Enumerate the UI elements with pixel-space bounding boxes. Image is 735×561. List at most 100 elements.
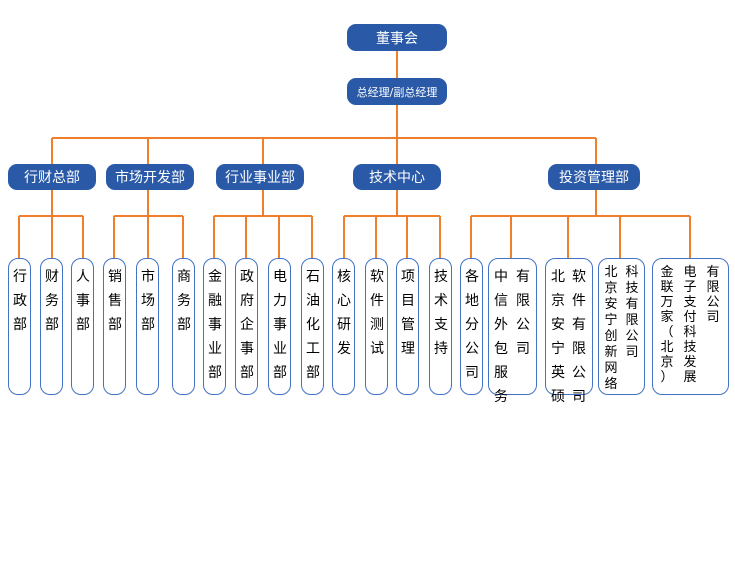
unit-label-char: 硕 (551, 389, 565, 405)
unit-label-char: 财 (45, 269, 59, 285)
unit-label-col: 北京安宁创新网络 (602, 265, 620, 393)
unit-label-char: 科 (683, 325, 697, 340)
unit-label-char: 发 (337, 341, 351, 357)
board-label: 董事会 (376, 30, 418, 47)
unit-project-management: 项目管理 (396, 258, 419, 395)
unit-finance-business: 金融事业部 (203, 258, 226, 395)
unit-label-char: 部 (306, 365, 320, 381)
unit-citic-outsourcing: 中信外包服务 有限公司 (488, 258, 537, 405)
unit-label-col: 人事部 (74, 265, 92, 337)
unit-label-char: 售 (108, 293, 122, 309)
unit-label-char: 展 (683, 370, 697, 385)
unit-label-col: 核心研发 (335, 265, 353, 361)
unit-label-char: 服 (494, 365, 508, 381)
unit-label-char: 网 (604, 361, 618, 376)
unit-label-col: 政府企事部 (238, 265, 256, 385)
unit-label-col: 各地分公司 (463, 265, 481, 385)
unit-label-col: 销售部 (106, 265, 124, 337)
unit-label-col: 金联万家（北京） (658, 265, 676, 385)
dept-industry-business: 行业事业部 (216, 164, 304, 190)
unit-label-char: 试 (370, 341, 384, 357)
unit-label-col: 软件有限公司 (570, 265, 588, 409)
unit-label-char: 力 (273, 293, 287, 309)
unit-label-col: 电子支付科技发展 (681, 265, 699, 385)
general-manager-label: 总经理/副总经理 (356, 85, 438, 99)
unit-label-char: 公 (572, 365, 586, 381)
unit-label-char: 万 (660, 295, 674, 310)
unit-label-char: 公 (465, 341, 479, 357)
unit-label-char: 部 (141, 317, 155, 333)
unit-label-char: 电 (683, 265, 697, 280)
unit-core-rd: 核心研发 (332, 258, 355, 395)
unit-label-char: 安 (604, 297, 618, 312)
unit-label-char: 件 (370, 293, 384, 309)
unit-label-char: 销 (108, 269, 122, 285)
unit-label-char: 联 (660, 280, 674, 295)
unit-label-col: 项目管理 (399, 265, 417, 361)
unit-label-col: 行政部 (11, 265, 29, 337)
unit-label-char: 支 (434, 317, 448, 333)
unit-label-char: 北 (660, 340, 674, 355)
unit-label-col: 财务部 (43, 265, 61, 337)
unit-label-char: 新 (604, 345, 618, 360)
unit-label-char: ） (660, 370, 674, 385)
unit-label-char: 软 (370, 269, 384, 285)
unit-label-char: 司 (625, 345, 639, 360)
board-box: 董事会 (347, 24, 447, 51)
unit-label-col: 软件测试 (368, 265, 386, 361)
unit-label-char: 安 (551, 317, 565, 333)
unit-finance: 财务部 (40, 258, 63, 395)
dept-market-development: 市场开发部 (106, 164, 194, 190)
unit-label-char: 研 (337, 317, 351, 333)
unit-label-char: 公 (516, 317, 530, 333)
unit-label-char: 部 (208, 365, 222, 381)
unit-label-char: 石 (306, 269, 320, 285)
unit-label-col: 北京安宁英硕 (549, 265, 567, 409)
unit-label-char: 京 (660, 355, 674, 370)
unit-administration: 行政部 (8, 258, 31, 395)
unit-label-char: 项 (401, 269, 415, 285)
unit-label-char: 测 (370, 317, 384, 333)
unit-label-char: 外 (494, 317, 508, 333)
unit-label-char: 务 (494, 389, 508, 405)
unit-sales: 销售部 (103, 258, 126, 395)
unit-label-char: 英 (551, 365, 565, 381)
unit-label-char: 有 (706, 265, 720, 280)
unit-beijing-anning-yingshuo: 北京安宁英硕 软件有限公司 (545, 258, 593, 405)
unit-label-char: 事 (208, 317, 222, 333)
unit-label-char: 核 (337, 269, 351, 285)
unit-label-char: 心 (337, 293, 351, 309)
unit-label-char: 部 (273, 365, 287, 381)
unit-label-char: 限 (706, 280, 720, 295)
unit-label-col: 有限公司 (514, 265, 532, 361)
unit-label-char: 事 (273, 317, 287, 333)
unit-label-char: 工 (306, 341, 320, 357)
unit-label-col: 技术支持 (432, 265, 450, 361)
unit-label-char: 融 (208, 293, 222, 309)
unit-label-char: 持 (434, 341, 448, 357)
unit-label-char: 地 (465, 293, 479, 309)
unit-label-col: 金融事业部 (206, 265, 224, 385)
unit-label-char: 理 (401, 341, 415, 357)
unit-label-char: 政 (240, 269, 254, 285)
unit-label-char: 科 (625, 265, 639, 280)
unit-label-char: 北 (551, 269, 565, 285)
unit-label-char: 有 (625, 297, 639, 312)
unit-label-char: 技 (434, 269, 448, 285)
unit-software-testing: 软件测试 (365, 258, 388, 395)
unit-label-col: 电力事业部 (271, 265, 289, 385)
unit-label-char: 宁 (604, 313, 618, 328)
unit-tech-support: 技术支持 (429, 258, 452, 395)
unit-label-col: 商务部 (175, 265, 193, 337)
unit-label-char: 家 (660, 310, 674, 325)
unit-branch-offices: 各地分公司 (460, 258, 483, 395)
unit-label-char: 务 (177, 293, 191, 309)
unit-label-char: 技 (683, 340, 697, 355)
unit-label-char: 各 (465, 269, 479, 285)
unit-label-char: 有 (516, 269, 530, 285)
unit-label-char: 行 (13, 269, 27, 285)
dept-label: 投资管理部 (559, 170, 629, 186)
unit-label-char: 电 (273, 269, 287, 285)
unit-label-char: 市 (141, 269, 155, 285)
unit-label-char: 京 (604, 281, 618, 296)
